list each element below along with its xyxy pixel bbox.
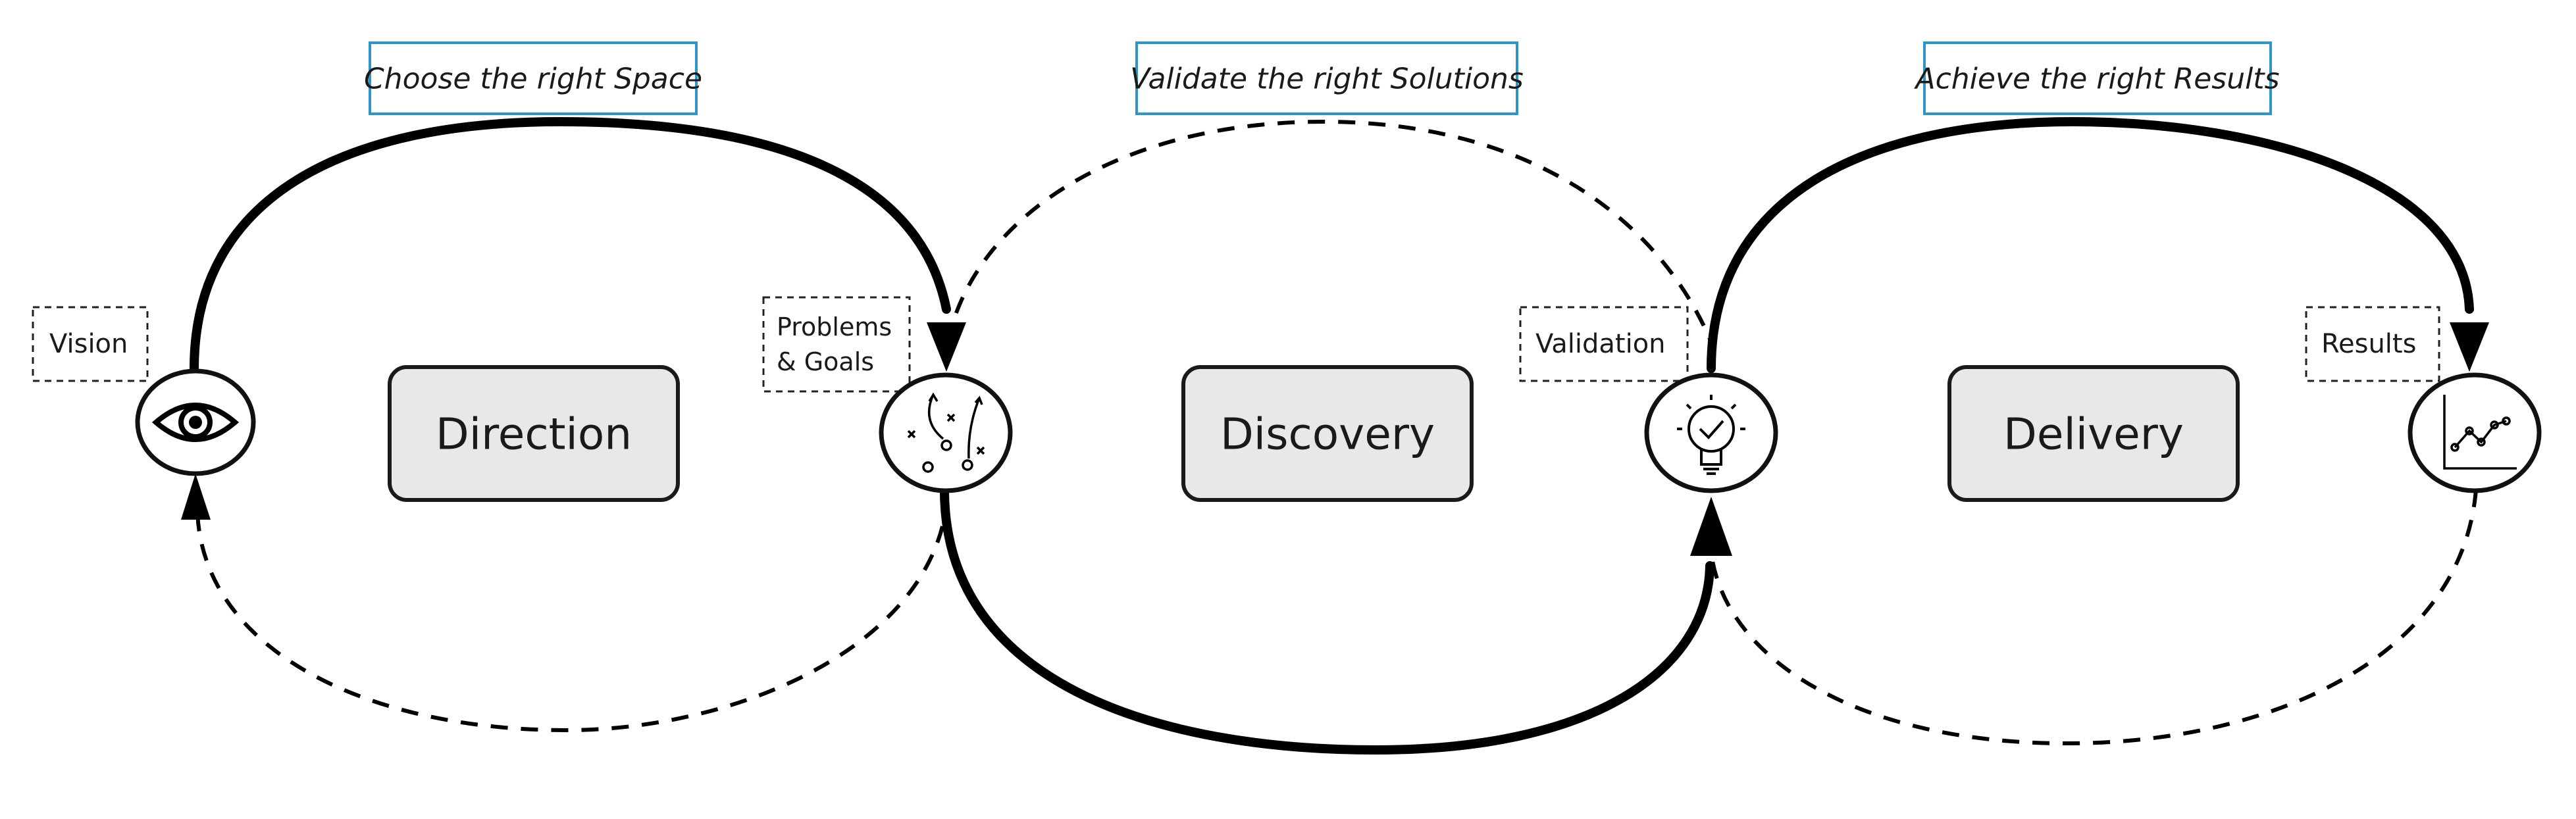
phase-direction: Direction (388, 365, 680, 502)
node-results (2408, 372, 2542, 493)
phase-direction-label: Direction (436, 409, 632, 460)
phase-discovery: Discovery (1181, 365, 1474, 502)
solid-loop-results (1707, 116, 2474, 373)
title-box-space: Choose the right Space (364, 41, 702, 115)
title-solutions: Validate the right Solutions (1130, 62, 1524, 96)
title-box-solutions: Validate the right Solutions (1130, 41, 1524, 115)
line-chart-icon (2443, 395, 2517, 470)
lightbulb-check-icon (1677, 395, 1745, 475)
arrowhead-validation (1690, 497, 1732, 556)
eye-icon (151, 403, 240, 442)
tag-validation-label: Validation (1535, 329, 1666, 359)
strategy-play-icon (907, 392, 985, 473)
phase-delivery: Delivery (1947, 365, 2240, 502)
node-vision (135, 368, 256, 476)
arrowhead-results (2450, 322, 2489, 372)
tag-problems-label-line2: & Goals (777, 347, 874, 376)
phase-delivery-label: Delivery (2003, 409, 2184, 460)
tag-problems-goals: Problems & Goals (762, 296, 911, 393)
tag-problems-label-line1: Problems (777, 312, 892, 341)
tag-results-label: Results (2321, 329, 2416, 359)
title-box-results: Achieve the right Results (1914, 41, 2280, 115)
solid-loop-discovery (940, 485, 1714, 755)
solid-loop-space (190, 116, 951, 373)
title-results: Achieve the right Results (1914, 62, 2280, 96)
title-space: Choose the right Space (364, 62, 702, 96)
dashed-loop-results-return (1709, 489, 2478, 746)
node-validation (1644, 372, 1778, 493)
dashed-loop-solutions (946, 119, 1713, 343)
node-problems (879, 372, 1013, 493)
phase-discovery-label: Discovery (1220, 409, 1435, 460)
tag-validation: Validation (1519, 306, 1689, 382)
tag-results: Results (2305, 306, 2440, 382)
arrowhead-vision (181, 474, 211, 520)
tag-vision: Vision (32, 306, 149, 382)
arrowhead-problems (927, 322, 966, 372)
dashed-loop-vision-return (195, 512, 944, 733)
tag-vision-label: Vision (49, 329, 128, 359)
